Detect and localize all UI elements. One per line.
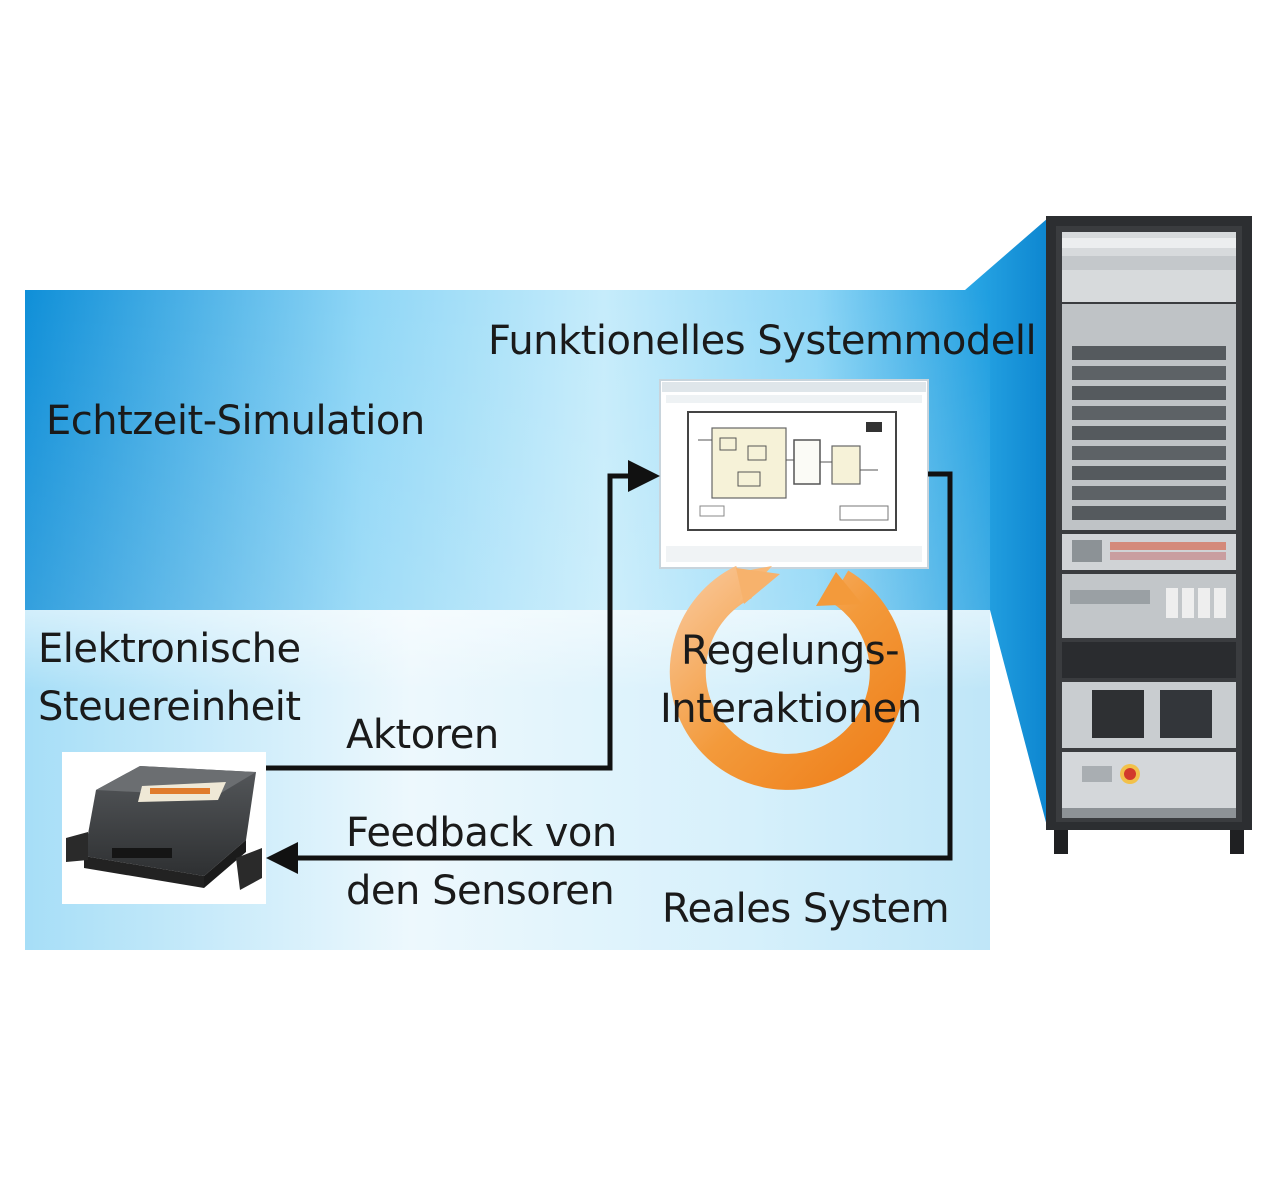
- feedback-label: Feedback von den Sensoren: [346, 804, 617, 920]
- real-system-label: Reales System: [662, 886, 950, 932]
- actuator-signal-line: [265, 473, 636, 771]
- control-label-line2: Interaktionen: [660, 686, 922, 732]
- hil-rack-icon: [1046, 216, 1252, 854]
- functional-model-label: Funktionelles Systemmodell: [488, 318, 1037, 364]
- control-interactions-label: Regelungs- Interaktionen: [660, 622, 922, 738]
- ecu-label-line1: Elektronische: [38, 626, 301, 672]
- feedback-label-line2: den Sensoren: [346, 868, 615, 914]
- realtime-simulation-label: Echtzeit-Simulation: [46, 398, 425, 444]
- feedback-label-line1: Feedback von: [346, 810, 617, 856]
- actuators-label: Aktoren: [346, 712, 499, 758]
- actuator-arrowhead: [628, 460, 660, 492]
- ecu-box-icon: [62, 752, 266, 904]
- feedback-signal-line: [292, 471, 953, 861]
- model-screenshot-icon: [659, 379, 929, 569]
- control-label-line1: Regelungs-: [680, 628, 900, 674]
- control-cycle-icon: [669, 565, 906, 790]
- feedback-arrowhead: [266, 842, 298, 874]
- ecu-label-line2: Steuereinheit: [38, 684, 301, 730]
- real-system-region-shade: [25, 610, 990, 690]
- rack-zoom-wedge: [965, 218, 1048, 830]
- ecu-label: Elektronische Steuereinheit: [38, 620, 301, 736]
